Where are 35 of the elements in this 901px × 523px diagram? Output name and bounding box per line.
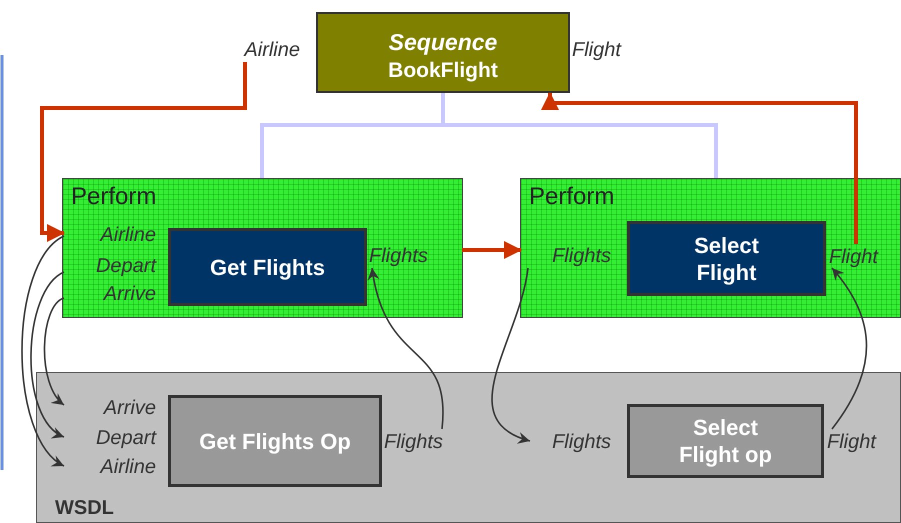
parameter-label: Flight bbox=[829, 245, 891, 269]
parameter-label: Arrive bbox=[65, 396, 156, 420]
arrow bbox=[21, 235, 64, 467]
parameter-label: Airline bbox=[65, 223, 156, 247]
parameter-label: Flight bbox=[572, 38, 621, 62]
parameter-label: Flights bbox=[384, 430, 456, 454]
parameter-label: Flights bbox=[531, 430, 611, 454]
arrow bbox=[541, 92, 858, 244]
container-heading: Perform bbox=[71, 183, 156, 211]
arrow bbox=[44, 297, 65, 406]
parameter-label: Airline bbox=[228, 38, 300, 62]
arrow bbox=[462, 241, 522, 259]
operation-box: Get Flights bbox=[168, 228, 367, 306]
sequence-name: BookFlight bbox=[387, 59, 499, 83]
arrow bbox=[368, 268, 444, 430]
parameter-label: Depart bbox=[65, 254, 156, 278]
container-heading: Perform bbox=[529, 183, 614, 211]
operation-box: Get Flights Op bbox=[168, 395, 382, 487]
parameter-label: Depart bbox=[65, 426, 156, 450]
parameter-label: Airline bbox=[65, 455, 156, 479]
sequence-box bbox=[316, 12, 570, 93]
sequence-title: Sequence bbox=[388, 29, 498, 56]
arrow bbox=[491, 268, 530, 442]
operation-box: Select Flight bbox=[627, 221, 826, 296]
perform-container bbox=[62, 178, 463, 318]
parameter-label: Flight bbox=[827, 430, 891, 454]
operation-box: Select Flight op bbox=[627, 404, 824, 478]
parameter-label: Flights bbox=[369, 244, 463, 269]
perform-container bbox=[520, 178, 901, 318]
container-heading: WSDL bbox=[55, 497, 114, 520]
parameter-label: Arrive bbox=[65, 282, 156, 306]
wsdl-container bbox=[36, 372, 901, 523]
parameter-label: Flights bbox=[522, 244, 611, 269]
arrow bbox=[831, 268, 868, 430]
arrow bbox=[40, 62, 247, 242]
